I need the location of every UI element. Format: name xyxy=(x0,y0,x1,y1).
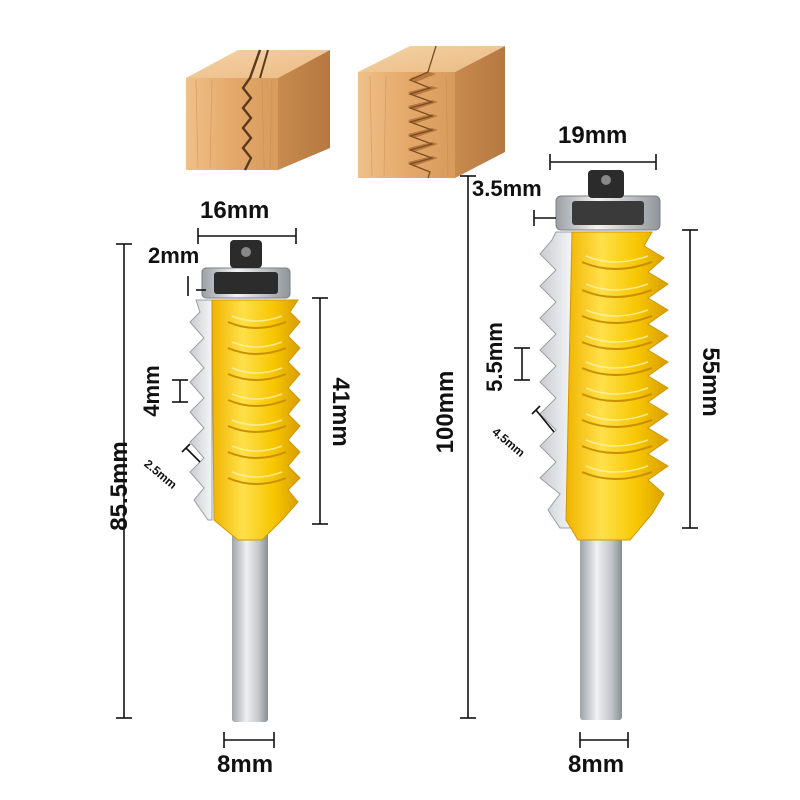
router-bit-right xyxy=(539,170,669,720)
dimension-lines-right xyxy=(460,154,698,748)
right-bearing-gap-label: 3.5mm xyxy=(472,176,542,201)
right-cutting-length-label: 55mm xyxy=(697,347,724,417)
dimension-lines-left xyxy=(116,228,328,748)
right-diameter-label: 19mm xyxy=(558,122,628,149)
wood-sample-left xyxy=(186,49,330,171)
left-tooth-pitch-label: 4mm xyxy=(139,365,164,417)
left-overall-length-label: 85.5mm xyxy=(106,441,133,531)
left-diameter-label: 16mm xyxy=(200,197,270,224)
right-tooth-pitch-label: 5.5mm xyxy=(482,322,507,392)
right-shank-label: 8mm xyxy=(568,751,625,778)
left-cutting-length-label: 41mm xyxy=(327,377,354,447)
left-bearing-gap-label: 2mm xyxy=(148,243,200,268)
wood-sample-right xyxy=(358,45,505,179)
right-overall-length-label: 100mm xyxy=(432,370,459,454)
router-bit-left xyxy=(189,240,301,722)
left-shank-label: 8mm xyxy=(217,751,274,778)
